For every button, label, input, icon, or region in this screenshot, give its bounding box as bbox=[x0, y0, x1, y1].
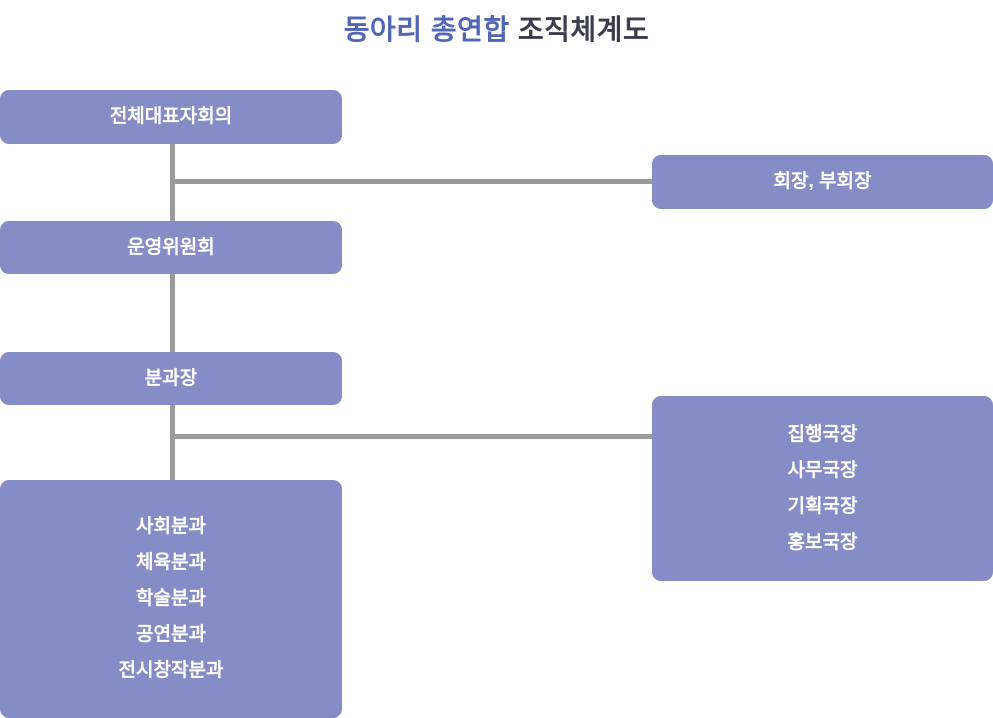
node-label: 전체대표자회의 bbox=[109, 106, 233, 127]
page-title: 동아리 총연합 조직체계도 bbox=[0, 8, 993, 48]
node-president-vice-president: 회장, 부회장 bbox=[652, 155, 993, 209]
node-label: 운영위원회 bbox=[127, 236, 215, 258]
connector-section-head-to-sections bbox=[170, 405, 175, 480]
node-steering-committee: 운영위원회 bbox=[0, 221, 342, 274]
node-label-line: 집행국장 bbox=[787, 423, 858, 445]
node-section-head: 분과장 bbox=[0, 352, 342, 405]
connector-steering-to-section-head bbox=[170, 274, 175, 352]
node-label-line: 홍보국장 bbox=[787, 531, 858, 553]
node-label-line: 공연분과 bbox=[136, 624, 206, 645]
connector-branch-to-directors bbox=[170, 434, 652, 439]
node-label-line: 기획국장 bbox=[787, 495, 858, 517]
node-label-line: 학술분과 bbox=[136, 588, 206, 609]
node-director-bureaus: 집행국장 사무국장 기획국장 홍보국장 bbox=[652, 396, 993, 581]
page-title-accent: 동아리 총연합 bbox=[343, 14, 510, 45]
connector-branch-to-president bbox=[170, 179, 652, 184]
node-label: 회장, 부회장 bbox=[773, 171, 872, 192]
node-general-assembly: 전체대표자회의 bbox=[0, 90, 342, 144]
node-sections-list: 사회분과 체육분과 학술분과 공연분과 전시창작분과 bbox=[0, 480, 342, 718]
node-label-line: 사회분과 bbox=[136, 516, 206, 537]
node-label-line: 사무국장 bbox=[787, 459, 858, 481]
node-label: 분과장 bbox=[144, 367, 198, 389]
node-label-line: 전시창작분과 bbox=[118, 660, 224, 681]
node-label-line: 체육분과 bbox=[136, 552, 206, 573]
page-title-rest: 조직체계도 bbox=[509, 14, 650, 45]
